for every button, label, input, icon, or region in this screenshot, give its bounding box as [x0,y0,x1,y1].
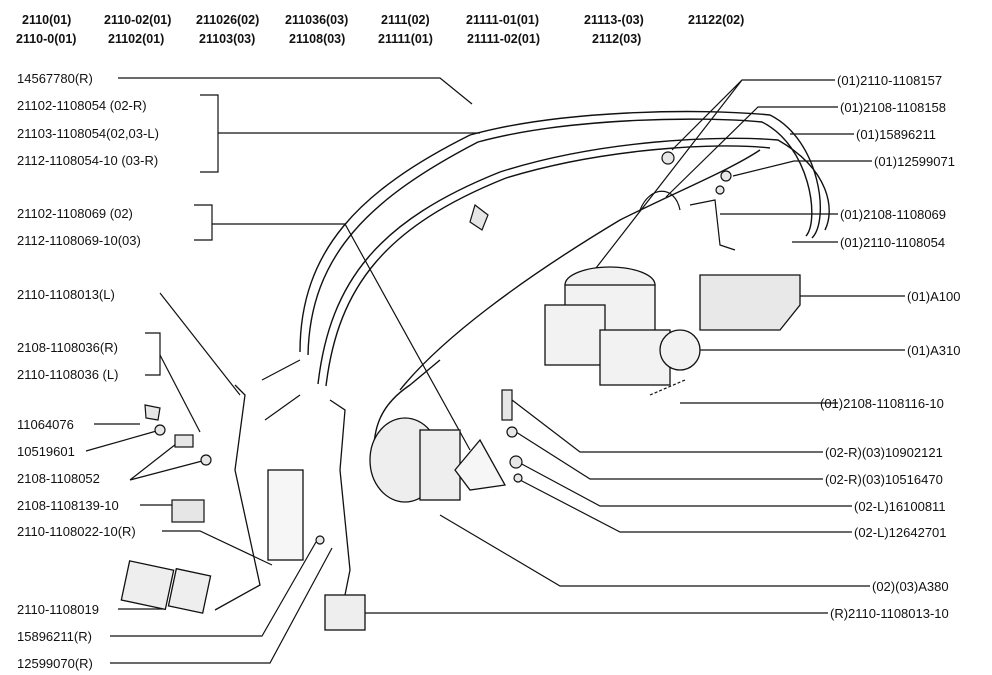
part-label: 2108-1108036(R) [17,340,118,355]
part-label: (02-L)16100811 [854,499,946,514]
part-label: (01)15896211 [856,127,936,142]
part-label: (02-R)(03)10516470 [825,472,943,487]
cable-inner [325,145,771,387]
part-label: (01)2108-1108116-10 [820,396,944,411]
part-label: (02-R)(03)10902121 [825,445,943,460]
part-label: (01)A100 [907,289,961,304]
part-label: 2112-1108054-10 (03-R) [17,153,159,168]
throttle-cable [399,149,761,391]
leader-line [517,461,852,507]
leader-line [732,160,872,177]
leader-line [110,541,317,637]
part-label: 10519601 [17,444,75,459]
bracket-left-low [145,332,161,376]
cable-outer [307,118,813,356]
leader-line [511,399,823,453]
leader-line [159,292,241,396]
part-label: (R)2110-1108013-10 [830,606,949,621]
bracket-left-mid [194,204,213,241]
pedal-assembly [120,384,366,631]
leader-line [110,547,333,664]
model-code: 21108(03) [289,32,346,46]
carburetor [544,266,801,386]
model-code: 21111-01(01) [466,13,539,27]
leader-line [665,106,838,198]
leader-line [212,223,471,451]
part-label: 12599070(R) [17,656,93,671]
model-code: 21113-(03) [584,13,644,27]
model-code: 2112(03) [592,32,642,46]
model-code: 2110(01) [22,13,72,27]
part-label: (01)2108-1108158 [840,100,947,115]
part-label: (01)2110-1108054 [840,235,946,250]
cable-outer [299,110,822,353]
part-label: (02-L)12642701 [854,525,947,540]
part-label: 2108-1108139-10 [17,498,119,513]
leader-line [85,429,161,452]
model-code: 2110-02(01) [104,13,172,27]
bracket-left-top [200,94,219,173]
part-label: 2110-1108022-10(R) [17,524,136,539]
part-label: 2110-1108019 [17,602,99,617]
part-label: (01)12599071 [874,154,955,169]
model-code: 211036(03) [285,13,349,27]
leader-line [118,77,473,105]
leader-line [159,354,201,433]
leader-line [129,443,207,481]
cable-inner [317,137,830,385]
part-label: 14567780(R) [17,71,93,86]
part-label: 2108-1108052 [17,471,100,486]
part-label: (02)(03)A380 [872,579,949,594]
part-label: 11064076 [17,417,74,432]
model-code: 2110-0(01) [16,32,77,46]
model-code: 21111(01) [378,32,433,46]
part-label: 2110-1108013(L) [17,287,115,302]
part-label: 2112-1108069-10(03) [17,233,141,248]
part-label: (01)2108-1108069 [840,207,947,222]
model-code: 21103(03) [199,32,256,46]
part-label: (01)2110-1108157 [837,73,943,88]
part-label: 2110-1108036 (L) [17,367,119,382]
model-code: 211026(02) [196,13,260,27]
part-label: 21103-1108054(02,03-L) [17,126,159,141]
small-parts [144,151,736,545]
throttle-body [369,417,507,503]
leader-line [515,431,823,480]
part-label: 21102-1108069 (02) [17,206,133,221]
model-code: 21122(02) [688,13,745,27]
leader-line [439,514,870,587]
part-label: (01)A310 [907,343,961,358]
part-label: 21102-1108054 (02-R) [17,98,147,113]
model-code: 21111-02(01) [467,32,540,46]
leader-line [519,479,852,533]
model-code: 2111(02) [381,13,430,27]
model-code: 21102(01) [108,32,165,46]
part-label: 15896211(R) [17,629,92,644]
leader-line [162,530,273,566]
